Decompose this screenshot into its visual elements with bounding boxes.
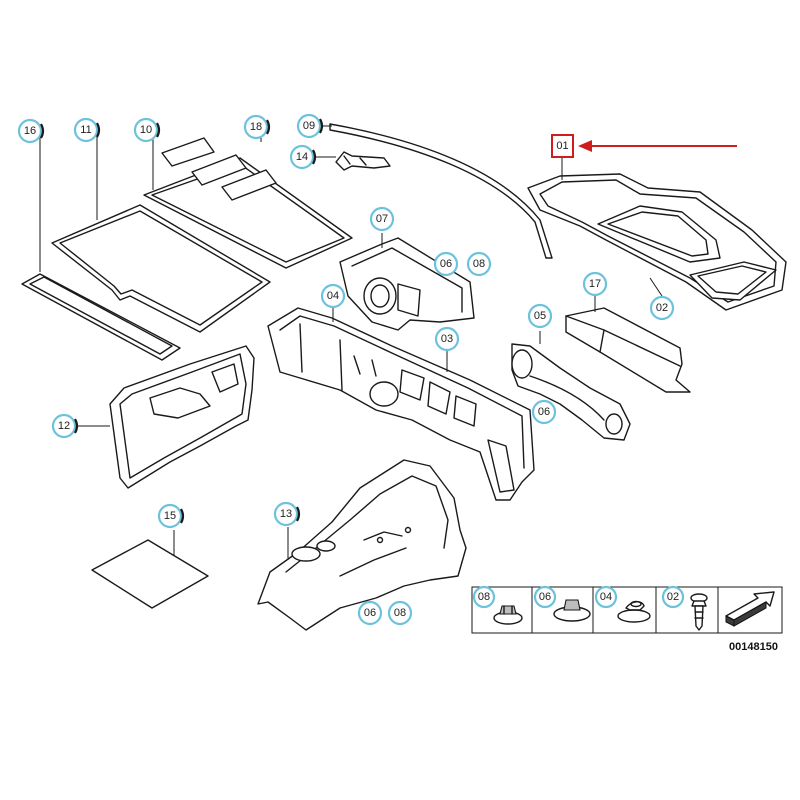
part-05-wheelarch-insulation — [511, 343, 631, 441]
callout-17-label: 17 — [589, 278, 601, 290]
callout-05: 05 — [527, 303, 553, 329]
legend-item-04: 04 — [594, 585, 651, 623]
part-13-tunnel-insulation — [257, 459, 467, 631]
callout-10: 10 — [133, 117, 161, 143]
legend-08-label: 08 — [478, 591, 490, 603]
callout-05-label: 05 — [534, 310, 546, 322]
fastener-legend: 08 06 04 02 — [471, 585, 783, 634]
callout-10-label: 10 — [140, 124, 152, 136]
callout-17: 17 — [582, 271, 608, 297]
callout-16-label: 16 — [24, 125, 36, 137]
callout-01-highlighted: 01 — [551, 134, 574, 158]
part-17-wedge — [565, 307, 691, 393]
callout-04-label: 04 — [327, 290, 339, 302]
callout-07-label: 07 — [376, 213, 388, 225]
callout-06-right: 06 — [531, 399, 557, 425]
callout-07: 07 — [369, 206, 395, 232]
part-15-square-mat — [91, 539, 209, 609]
callout-09-label: 09 — [303, 120, 315, 132]
legend-item-02: 02 — [661, 585, 708, 631]
diagram-reference-number: 00148150 — [729, 641, 778, 653]
callout-12-label: 12 — [58, 420, 70, 432]
callout-18-label: 18 — [250, 121, 262, 133]
callout-08-lower: 08 — [387, 600, 413, 626]
callout-06-lower-label: 06 — [364, 607, 376, 619]
callout-15: 15 — [157, 503, 185, 529]
callout-02-label: 02 — [656, 302, 668, 314]
legend-item-08: 08 — [472, 585, 523, 625]
callout-06-right-label: 06 — [538, 406, 550, 418]
leader-lines — [39, 125, 663, 560]
callout-14: 14 — [289, 144, 317, 170]
legend-02-label: 02 — [667, 591, 679, 603]
part-03-bulkhead-insulation — [267, 307, 535, 501]
part-10-floor-mat — [143, 137, 353, 269]
callout-08-upper-label: 08 — [473, 258, 485, 270]
callout-02: 02 — [649, 295, 675, 321]
callout-15-label: 15 — [164, 510, 176, 522]
callout-09: 09 — [296, 113, 324, 139]
part-11-insulation-mat — [51, 204, 271, 333]
callout-18: 18 — [243, 114, 271, 140]
callout-12: 12 — [51, 413, 79, 439]
callout-16: 16 — [17, 118, 45, 144]
callout-03: 03 — [434, 326, 460, 352]
legend-04-label: 04 — [600, 591, 612, 603]
callout-08-lower-label: 08 — [394, 607, 406, 619]
callout-06-upper: 06 — [433, 251, 459, 277]
callout-11: 11 — [73, 117, 101, 143]
legend-06-label: 06 — [539, 591, 551, 603]
part-09-trim-strip — [329, 123, 553, 259]
part-16-strip — [21, 273, 181, 361]
part-12-door-trim — [109, 345, 255, 489]
callout-11-label: 11 — [80, 124, 91, 136]
callout-06-lower: 06 — [357, 600, 383, 626]
callout-13-label: 13 — [280, 508, 292, 520]
part-14-bracket — [335, 151, 391, 171]
callout-01-label: 01 — [556, 140, 568, 152]
callout-13: 13 — [273, 501, 301, 527]
red-pointer-arrow — [578, 140, 737, 152]
legend-item-06: 06 — [533, 585, 591, 622]
part-01-parcel-shelf — [527, 173, 787, 311]
callout-06-upper-label: 06 — [440, 258, 452, 270]
callout-03-label: 03 — [441, 333, 453, 345]
part-07-dash-insulation — [339, 237, 475, 331]
callout-04: 04 — [320, 283, 346, 309]
direction-arrow-icon — [725, 591, 775, 627]
callout-14-label: 14 — [296, 151, 308, 163]
callout-08-upper: 08 — [466, 251, 492, 277]
